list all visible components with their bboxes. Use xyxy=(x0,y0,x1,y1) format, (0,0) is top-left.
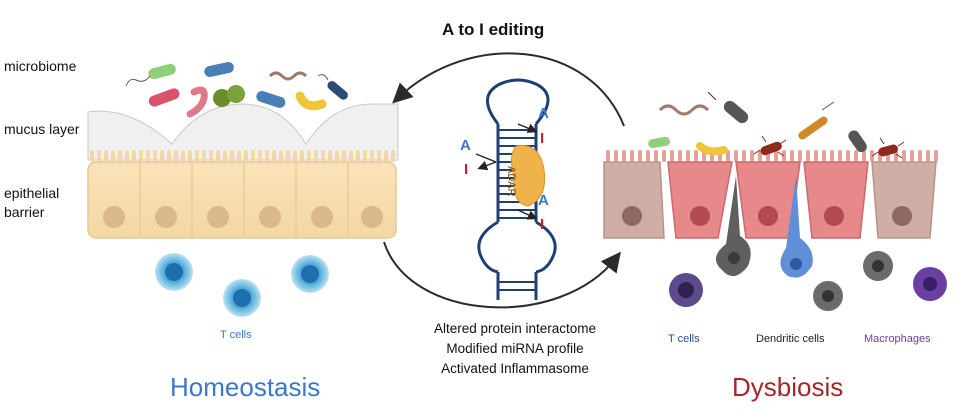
microvilli-left xyxy=(90,150,395,162)
cycle-arrow-bottom xyxy=(383,241,621,309)
dysbiosis-panel xyxy=(603,91,947,311)
outcome-1: Altered protein interactome xyxy=(433,321,597,336)
mucus-layer-left xyxy=(87,103,399,161)
outcome-2: Modified miRNA profile xyxy=(446,341,584,356)
label-macrophages: Macrophages xyxy=(864,333,931,345)
label-t-cells-left: T cells xyxy=(220,329,252,341)
rna-hairpin xyxy=(475,78,557,300)
title: A to I editing xyxy=(442,20,545,39)
immune-cells-right xyxy=(669,176,947,311)
label-barrier: barrier xyxy=(4,204,45,220)
i-base-2: I xyxy=(464,161,469,178)
outcome-3: Activated Inflammasome xyxy=(441,361,589,376)
t-cells-left xyxy=(155,253,329,317)
epithelial-cells-right xyxy=(603,161,937,239)
dysbiosis-title: Dysbiosis xyxy=(732,372,844,402)
label-dendritic-cells: Dendritic cells xyxy=(756,333,825,345)
a-base-3: A xyxy=(538,192,549,209)
microbiome-left xyxy=(125,62,348,118)
i-base-1: I xyxy=(540,130,545,147)
microvilli-right xyxy=(606,150,938,162)
label-mucus-layer: mucus layer xyxy=(4,121,80,137)
i-base-3: I xyxy=(540,216,545,233)
pathogens-right xyxy=(648,91,905,159)
adar-enzyme xyxy=(510,145,546,207)
label-epithelial: epithelial xyxy=(4,185,60,201)
adar-label: ADAR xyxy=(505,166,517,197)
a-base-2: A xyxy=(460,137,471,154)
a-base-1: A xyxy=(538,105,549,122)
cycle-arrow-top xyxy=(392,52,625,127)
label-microbiome: microbiome xyxy=(4,58,77,74)
homeostasis-title: Homeostasis xyxy=(170,372,321,402)
homeostasis-panel xyxy=(87,62,399,317)
epithelial-cells-left xyxy=(87,161,397,239)
label-t-cells-right: T cells xyxy=(668,333,700,345)
